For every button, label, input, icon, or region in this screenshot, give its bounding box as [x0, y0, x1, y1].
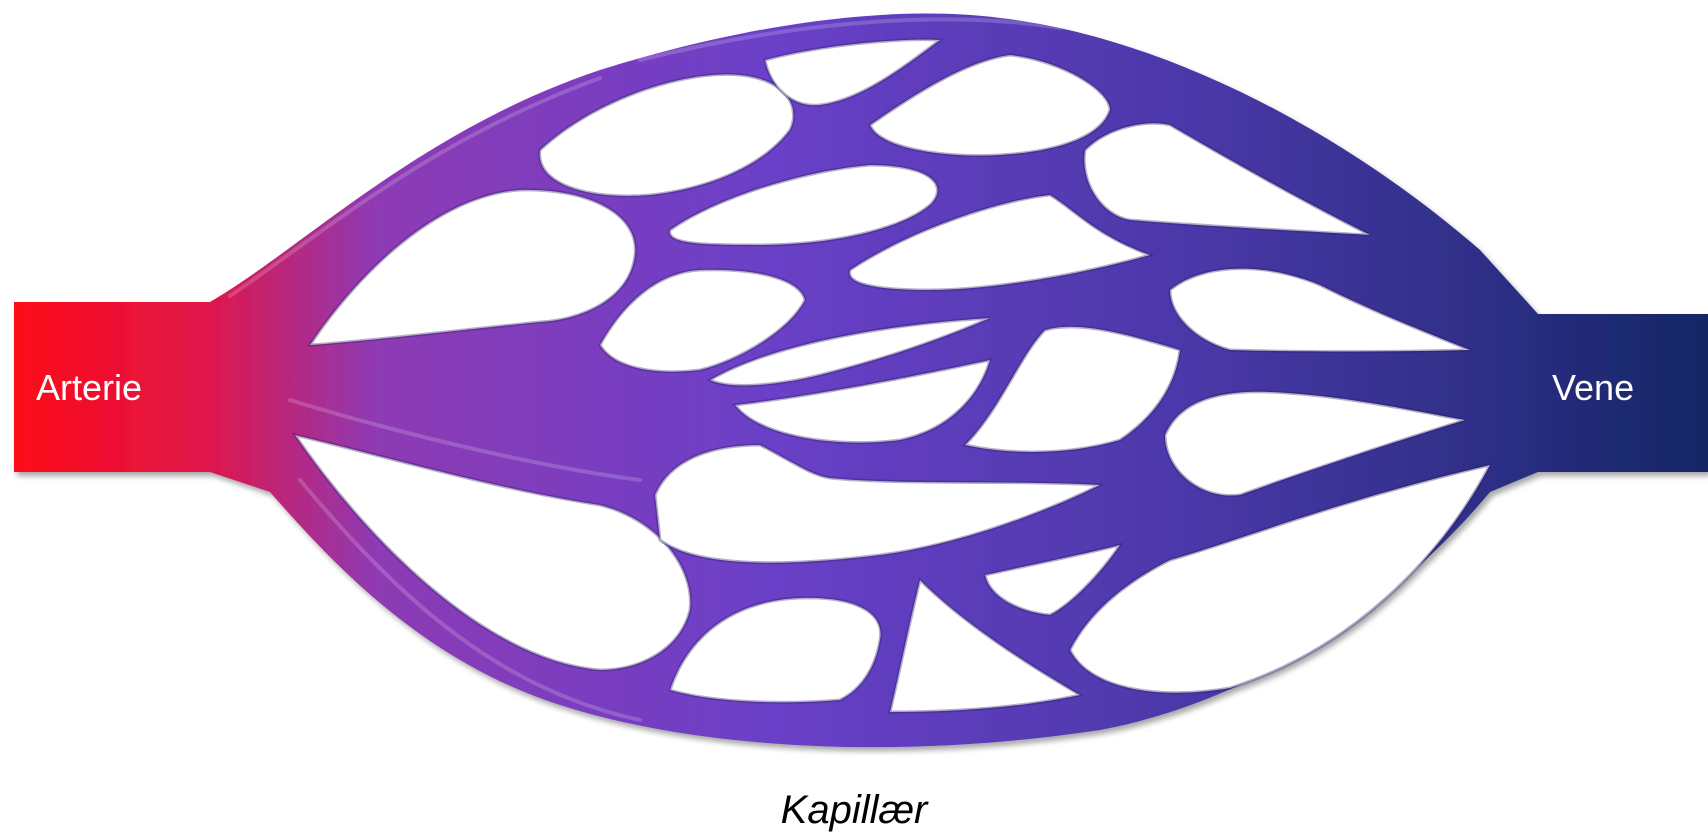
capillary-caption: Kapillær — [0, 790, 1708, 830]
vessel-body — [14, 14, 1708, 748]
artery-label: Arterie — [36, 370, 142, 406]
vein-label: Vene — [1552, 370, 1634, 406]
